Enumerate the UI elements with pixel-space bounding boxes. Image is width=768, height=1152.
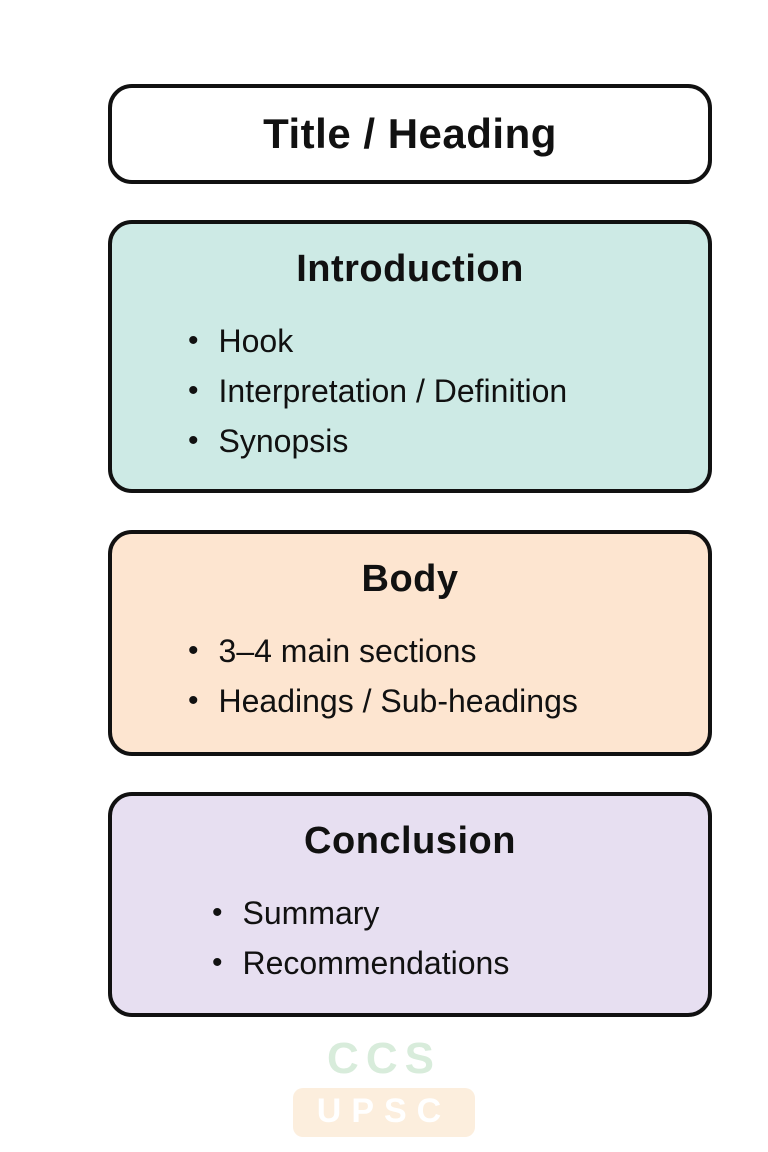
list-item: • Synopsis [188,417,708,467]
bullet-text: Headings / Sub-headings [218,683,578,719]
list-item: • Summary [212,889,708,939]
bullet-dot-icon: • [188,374,199,407]
conclusion-bullet-list: • Summary • Recommendations [112,889,708,989]
watermark-ccs-logo: CCS [327,1034,441,1083]
bullet-dot-icon: • [188,324,199,357]
body-bullet-list: • 3–4 main sections • Headings / Sub-hea… [112,627,708,727]
list-item: • Hook [188,317,708,367]
watermark-upsc-badge: UPSC [292,1088,476,1137]
list-item: • Recommendations [212,939,708,989]
bullet-text: Synopsis [218,423,349,459]
section-conclusion: Conclusion • Summary • Recommendations [108,792,712,1017]
bullet-text: Recommendations [242,945,510,981]
bullet-text: Interpretation / Definition [218,373,568,409]
bullet-dot-icon: • [212,946,223,979]
list-item: • 3–4 main sections [188,627,708,677]
list-item: • Interpretation / Definition [188,367,708,417]
bullet-text: 3–4 main sections [218,633,477,669]
bullet-dot-icon: • [188,634,199,667]
bullet-dot-icon: • [188,684,199,717]
section-introduction: Introduction • Hook • Interpretation / D… [108,220,712,493]
section-body: Body • 3–4 main sections • Headings / Su… [108,530,712,756]
bullet-dot-icon: • [212,896,223,929]
bullet-dot-icon: • [188,424,199,457]
introduction-bullet-list: • Hook • Interpretation / Definition • S… [112,317,708,467]
introduction-heading: Introduction [296,248,524,290]
watermark: CCS UPSC [0,1034,768,1137]
list-item: • Headings / Sub-headings [188,677,708,727]
body-heading: Body [361,558,459,600]
title-heading-label: Title / Heading [263,110,557,157]
bullet-text: Summary [242,895,380,931]
bullet-text: Hook [218,323,294,359]
title-heading-box: Title / Heading [108,84,712,184]
conclusion-heading: Conclusion [304,820,516,862]
